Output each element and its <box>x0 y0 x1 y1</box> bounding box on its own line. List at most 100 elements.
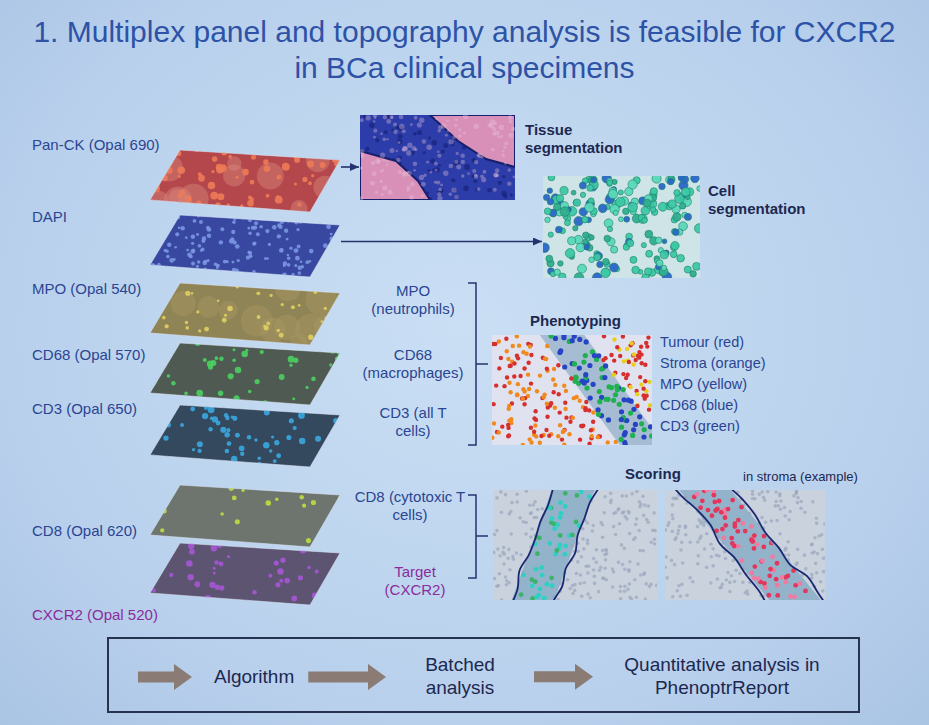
cell-dot <box>224 413 228 417</box>
cell-dot <box>633 578 637 582</box>
cell-dot <box>509 532 513 536</box>
cell-dot <box>455 118 458 121</box>
cell-dot <box>432 140 437 145</box>
cell-dot <box>601 268 610 277</box>
cell-dot <box>495 496 499 500</box>
cell-dot <box>448 139 453 144</box>
cell-dot <box>564 415 568 419</box>
cell-dot <box>545 217 550 222</box>
cell-dot <box>635 595 639 599</box>
cell-dot <box>547 434 551 438</box>
text-holder: CXCR2 (Opal 520) <box>32 606 158 624</box>
cell-dot <box>293 358 298 363</box>
cell-dot <box>299 216 302 219</box>
cell-dot <box>597 399 602 404</box>
cell-dot <box>434 181 437 184</box>
cell-dot <box>799 500 803 504</box>
cell-dot <box>330 233 333 236</box>
cell-dot <box>187 252 192 257</box>
cell-dot <box>684 533 688 537</box>
cell-dot <box>593 575 597 579</box>
cell-dot <box>329 573 335 579</box>
cell-dot <box>494 383 498 387</box>
cell-dot <box>609 385 614 390</box>
channel-layer: CD3 (Opal 650) <box>30 398 340 467</box>
cell-dot <box>623 442 628 445</box>
cell-dot <box>467 172 470 175</box>
cell-dot <box>529 512 533 516</box>
colour-key: CD68 (blue) <box>660 397 738 414</box>
cell-dot <box>294 264 297 267</box>
cell-dot <box>547 188 553 194</box>
cell-dot <box>227 441 232 446</box>
cell-dot <box>612 525 616 529</box>
text-holder: MPO (Opal 540) <box>32 280 141 298</box>
cell-dot <box>521 570 525 574</box>
cell-dot <box>314 270 319 275</box>
layer-edge <box>150 405 340 467</box>
cell-dot <box>242 169 249 176</box>
cell-dot <box>553 406 557 410</box>
cell-dot <box>269 294 272 297</box>
cell-dot <box>435 167 440 172</box>
cell-dot <box>604 558 608 562</box>
cell-dot <box>230 237 234 241</box>
cell-dot <box>313 273 316 276</box>
cell-dot <box>528 344 532 348</box>
cell-dot <box>307 566 311 570</box>
cell-dot <box>593 582 597 586</box>
cell-dot <box>810 573 814 577</box>
cell-dot <box>200 249 203 252</box>
cell-dot <box>191 234 195 238</box>
cell-dot <box>151 598 155 602</box>
cell-dot <box>284 578 290 584</box>
cell-dot <box>601 536 605 540</box>
cell-dot <box>724 557 728 561</box>
micrograph <box>360 115 515 200</box>
cell-dot <box>263 325 265 327</box>
cell-dot <box>566 578 570 582</box>
cell-dot <box>595 407 600 412</box>
cell-dot <box>210 192 218 200</box>
micrograph-picture <box>665 490 825 600</box>
cell-dot <box>360 154 364 158</box>
cell-dot <box>360 196 363 200</box>
cell-dot <box>172 283 177 288</box>
cell-dot <box>530 583 535 588</box>
cell-dot <box>239 445 245 451</box>
cell-dot <box>592 557 596 561</box>
cell-dot <box>451 187 456 192</box>
cell-dot <box>506 557 510 561</box>
cell-dot <box>696 525 700 529</box>
cell-dot <box>710 555 714 559</box>
cell-dot <box>614 511 618 515</box>
channel-label: CD68 (Opal 570) <box>32 346 145 364</box>
lead-arrow-head <box>174 664 192 690</box>
micrograph <box>543 176 700 278</box>
cell-dot <box>548 335 553 339</box>
cell-dot <box>426 144 432 150</box>
cell-dot <box>493 342 497 346</box>
bracket <box>468 283 488 445</box>
cell-dot <box>696 540 700 544</box>
cell-dot <box>652 511 656 515</box>
cell-dot <box>759 559 764 564</box>
cell-dot <box>559 511 564 516</box>
cell-dot <box>531 503 535 507</box>
cell-dot <box>740 521 745 526</box>
cell-dot <box>373 120 375 122</box>
cell-dot <box>496 547 500 551</box>
cell-dot <box>186 560 193 567</box>
cell-dot <box>563 401 567 405</box>
cell-dot <box>752 533 757 538</box>
cell-dot <box>538 586 543 591</box>
cell-dot <box>643 199 651 207</box>
cell-dot <box>635 392 639 396</box>
cell-dot <box>224 314 227 317</box>
cell-dot <box>156 169 164 177</box>
cell-dot <box>694 224 700 233</box>
cell-dot <box>562 384 566 388</box>
cell-dot <box>210 463 214 467</box>
cell-dot <box>556 434 560 438</box>
workflow-box: AlgorithmBatched analysisQuantitative an… <box>107 637 860 713</box>
